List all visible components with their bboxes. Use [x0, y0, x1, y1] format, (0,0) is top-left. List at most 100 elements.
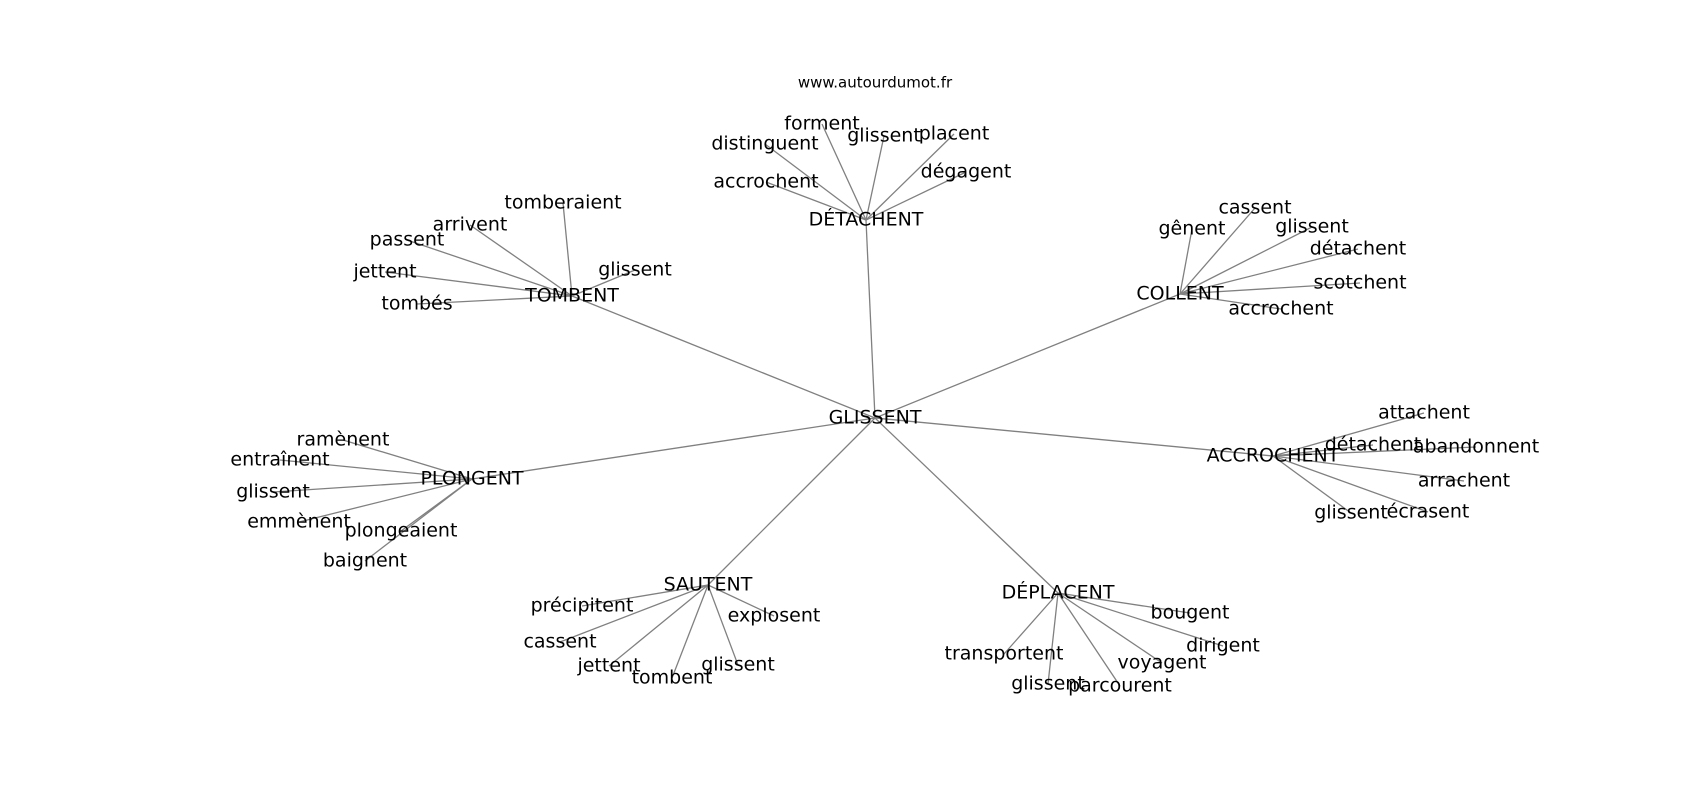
edge-cluster-to-word	[707, 584, 775, 617]
word-node[interactable]: gênent	[1159, 218, 1226, 240]
edge-cluster-to-word	[1057, 592, 1163, 664]
edge-cluster-to-word	[865, 133, 955, 221]
cluster-node[interactable]: TOMBENT	[524, 285, 619, 307]
word-node[interactable]: emmènent	[247, 511, 351, 533]
word-node[interactable]: plongeaient	[345, 520, 458, 542]
cluster-node[interactable]: ACCROCHENT	[1207, 445, 1340, 467]
word-node[interactable]: glissent	[1011, 673, 1085, 695]
word-node[interactable]: glissent	[847, 125, 921, 147]
word-node[interactable]: dirigent	[1186, 635, 1260, 657]
word-node[interactable]: glissent	[1275, 216, 1349, 238]
edge-cluster-to-word	[1272, 446, 1477, 457]
cluster-node[interactable]: DÉPLACENT	[1002, 581, 1115, 604]
edge-cluster-to-word	[608, 584, 709, 667]
word-node[interactable]: tombés	[381, 293, 452, 315]
word-node[interactable]: détachent	[1310, 238, 1407, 260]
word-node[interactable]: attachent	[1378, 402, 1470, 424]
edge-cluster-to-word	[364, 478, 473, 562]
edge-cluster-to-word	[1179, 248, 1359, 295]
edge-cluster-to-word	[562, 202, 573, 297]
word-node[interactable]: cassent	[523, 631, 596, 653]
edge-cluster-to-word	[865, 171, 967, 221]
edge-cluster-to-word	[1057, 592, 1191, 614]
center-node[interactable]: GLISSENT	[829, 407, 922, 429]
word-node[interactable]: parcourent	[1068, 675, 1172, 697]
word-node[interactable]: écrasent	[1387, 501, 1470, 523]
word-node[interactable]: ramènent	[297, 429, 390, 451]
word-node[interactable]: glissent	[598, 259, 672, 281]
word-node[interactable]: arrachent	[1418, 470, 1510, 492]
edge-cluster-to-word	[707, 584, 739, 666]
edge-cluster-to-word	[1272, 444, 1374, 457]
cluster-node[interactable]: SAUTENT	[664, 574, 753, 596]
word-node[interactable]: passent	[370, 229, 445, 251]
edge-center-to-cluster	[874, 417, 1059, 594]
cluster-node[interactable]: COLLENT	[1136, 283, 1224, 305]
word-node[interactable]: transportent	[945, 643, 1064, 665]
edge-cluster-to-word	[406, 239, 573, 297]
edge-cluster-to-word	[559, 584, 709, 643]
word-node[interactable]: glissent	[701, 654, 775, 676]
word-node[interactable]: scotchent	[1313, 272, 1406, 294]
edge-cluster-to-word	[1003, 592, 1059, 655]
word-node[interactable]: forment	[784, 113, 859, 135]
word-node[interactable]: distinguent	[711, 133, 818, 155]
word-node[interactable]: abandonnent	[1413, 436, 1539, 458]
edge-cluster-to-word	[416, 295, 573, 305]
word-node[interactable]: baignent	[323, 550, 407, 572]
edge-cluster-to-word	[342, 439, 473, 480]
edge-cluster-to-word	[1057, 592, 1224, 647]
word-node[interactable]: bougent	[1151, 602, 1230, 624]
graph-labels: www.autourdumot.fr GLISSENT formentdisti…	[230, 74, 1539, 697]
word-node[interactable]: accrochent	[1228, 298, 1333, 320]
word-node[interactable]: glissent	[236, 481, 310, 503]
edge-cluster-to-word	[1179, 293, 1282, 310]
edge-cluster-to-word	[298, 478, 473, 523]
edge-cluster-to-word	[1272, 412, 1425, 457]
edge-cluster-to-word	[279, 459, 473, 480]
edge-cluster-to-word	[764, 143, 867, 221]
word-node[interactable]: tombent	[632, 667, 713, 689]
word-node[interactable]: jettent	[576, 655, 640, 677]
edge-cluster-to-word	[1272, 455, 1429, 513]
edge-cluster-to-word	[1179, 226, 1313, 295]
word-node[interactable]: accrochent	[713, 171, 818, 193]
word-node[interactable]: arrivent	[433, 214, 508, 236]
word-node[interactable]: glissent	[1314, 502, 1388, 524]
edge-cluster-to-word	[581, 584, 709, 607]
word-node[interactable]: précipitent	[531, 595, 634, 617]
word-node[interactable]: tomberaient	[504, 192, 621, 214]
edge-center-to-cluster	[471, 417, 876, 480]
word-node[interactable]: cassent	[1218, 197, 1291, 219]
edge-cluster-to-word	[821, 123, 867, 221]
word-node[interactable]: dégagent	[921, 161, 1012, 183]
edge-cluster-to-word	[865, 135, 885, 221]
site-url[interactable]: www.autourdumot.fr	[798, 74, 953, 92]
word-node[interactable]: détachent	[1325, 434, 1422, 456]
edge-cluster-to-word	[384, 271, 573, 297]
edge-center-to-cluster	[874, 293, 1181, 419]
edge-cluster-to-word	[765, 181, 867, 221]
word-node[interactable]: explosent	[728, 605, 821, 627]
edge-center-to-cluster	[874, 417, 1274, 457]
edge-center-to-cluster	[865, 219, 876, 419]
edge-center-to-cluster	[571, 295, 876, 419]
edge-cluster-to-word	[1047, 592, 1059, 685]
edge-center-to-cluster	[707, 417, 876, 586]
cluster-node[interactable]: DÉTACHENT	[809, 208, 924, 231]
edge-cluster-to-word	[671, 584, 709, 679]
edge-cluster-to-word	[469, 224, 573, 297]
cluster-node[interactable]: PLONGENT	[420, 468, 523, 490]
word-node[interactable]: placent	[919, 123, 990, 145]
word-node[interactable]: voyagent	[1118, 652, 1207, 674]
edge-cluster-to-word	[1272, 455, 1352, 514]
edge-cluster-to-word	[1179, 207, 1256, 295]
edge-cluster-to-word	[1057, 592, 1121, 687]
edge-cluster-to-word	[1272, 455, 1465, 482]
edge-cluster-to-word	[272, 478, 473, 493]
graph-edges	[272, 123, 1477, 687]
edge-cluster-to-word	[1179, 282, 1361, 295]
word-node[interactable]: jettent	[352, 261, 416, 283]
word-node[interactable]: entraînent	[230, 449, 329, 471]
